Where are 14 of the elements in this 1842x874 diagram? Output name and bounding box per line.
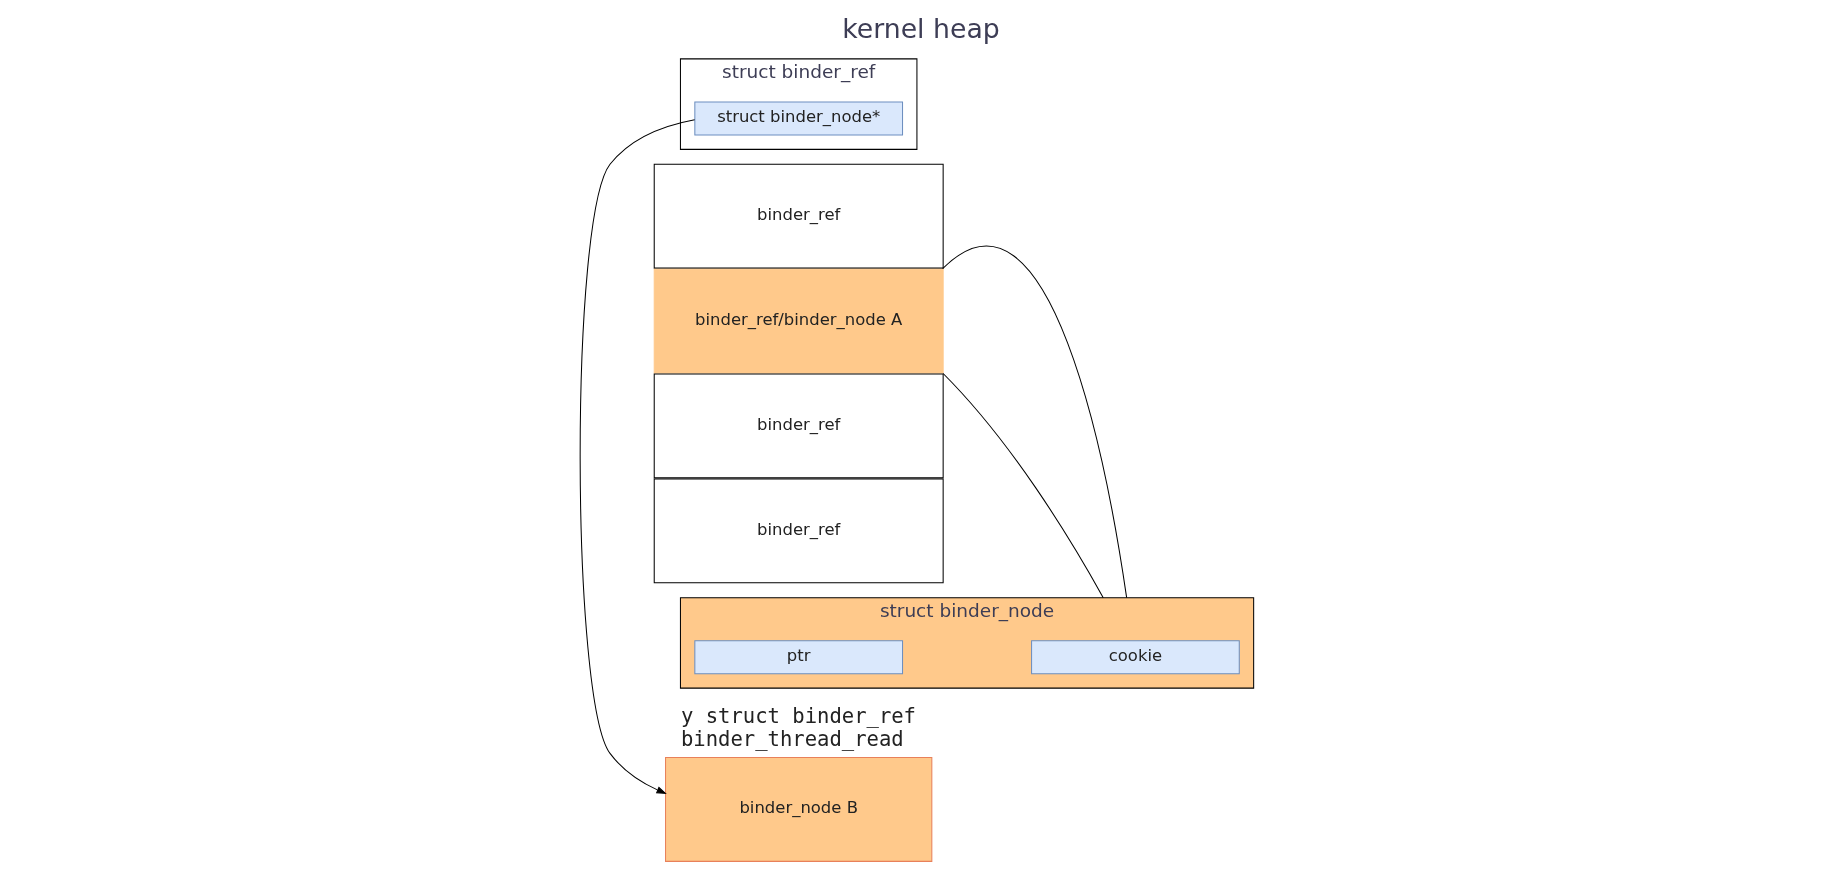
- arrow: [579, 119, 696, 794]
- node-box: struct binder_node*: [694, 101, 904, 136]
- node-box: binder_ref/binder_node A: [653, 268, 944, 374]
- node-box: cookie: [1031, 640, 1240, 675]
- label: binder_thread_read: [680, 726, 904, 751]
- connector: [942, 245, 1128, 599]
- diagram-title: kernel heap: [842, 13, 1000, 45]
- node-box: binder_ref: [653, 373, 944, 479]
- label: y struct binder_ref: [680, 704, 916, 729]
- node-box: binder_node B: [665, 757, 933, 862]
- node-box: binder_ref: [653, 163, 944, 269]
- connector: [942, 373, 1104, 599]
- node-box: ptr: [694, 640, 904, 675]
- node-box: binder_ref: [653, 478, 944, 584]
